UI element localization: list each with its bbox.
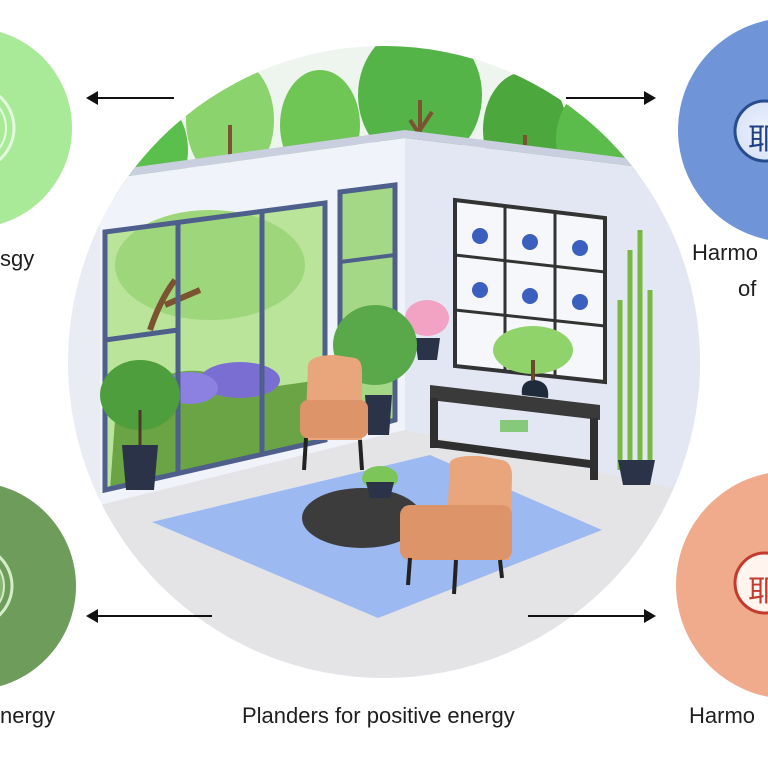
bottom-right-circle — [676, 473, 768, 697]
bottom-left-circle — [0, 485, 76, 687]
center-caption: Planders for positive energy — [242, 703, 515, 728]
label-bottom-right: Harmo — [689, 703, 756, 728]
bamboo-icon — [617, 230, 653, 470]
bonsai-icon — [493, 326, 573, 398]
lattice-panel — [453, 197, 607, 385]
chair — [400, 455, 512, 595]
left-arrow-icon — [86, 609, 212, 623]
right-arrow-icon — [566, 91, 656, 105]
seal-glyph-top: 耶 — [748, 122, 768, 157]
plant-icon — [100, 360, 180, 490]
right-arrow-icon — [528, 609, 656, 623]
top-right-circle — [678, 20, 768, 240]
seal-icon — [733, 99, 768, 163]
coffee-table — [302, 466, 422, 548]
label-top-right-1: Harmo — [692, 240, 759, 265]
room-scene — [68, 46, 700, 678]
left-arrow-icon — [86, 91, 174, 105]
chair — [300, 355, 368, 471]
seal-icon — [733, 551, 768, 615]
label-top-left: sgy — [0, 246, 35, 271]
top-left-circle — [0, 32, 72, 224]
seal-glyph-bottom: 耶 — [748, 574, 768, 609]
console-table — [430, 385, 600, 480]
pink-plant-icon — [405, 300, 449, 360]
label-bottom-left: nergy — [0, 703, 56, 728]
label-top-right-2: of — [738, 276, 757, 301]
